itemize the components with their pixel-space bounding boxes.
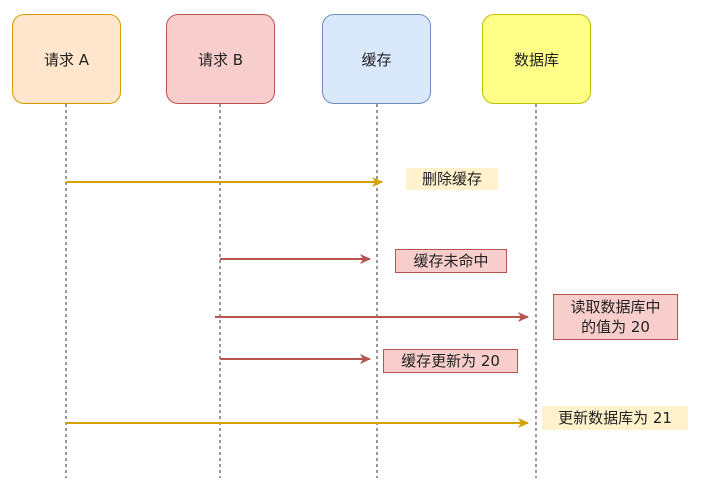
actor-database-label: 数据库 (513, 50, 559, 69)
message-label-cache-miss: 缓存未命中 (395, 249, 507, 273)
actor-cache-label: 缓存 (361, 50, 392, 69)
actor-database: 数据库 (482, 14, 591, 104)
message-label-read-db: 读取数据库中 的值为 20 (553, 294, 678, 340)
actor-cache: 缓存 (322, 14, 431, 104)
actor-request-b-label: 请求 B (197, 50, 244, 69)
message-label-update-cache: 缓存更新为 20 (383, 349, 518, 373)
actor-request-a: 请求 A (12, 14, 121, 104)
message-label-update-db: 更新数据库为 21 (542, 406, 688, 430)
message-label-read-db-line1: 读取数据库中 (570, 298, 661, 316)
message-label-delete-cache: 删除缓存 (406, 168, 498, 190)
actor-request-a-label: 请求 A (43, 50, 90, 69)
actor-request-b: 请求 B (166, 14, 275, 104)
message-label-read-db-line2: 的值为 20 (581, 318, 650, 336)
